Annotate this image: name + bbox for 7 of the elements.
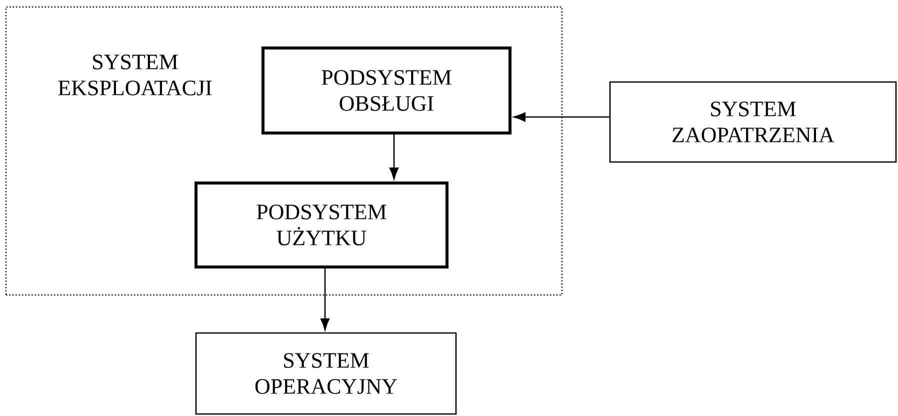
system-box: SYSTEM OPERACYJNY (195, 332, 457, 415)
arrow (389, 134, 399, 180)
subsystem-box: PODSYSTEM OBSŁUGI (262, 46, 512, 134)
arrow (514, 112, 610, 122)
arrow (320, 268, 330, 330)
subsystem-box: PODSYSTEM UŻYTKU (194, 182, 448, 268)
system-box: SYSTEM ZAOPATRZENIA (609, 81, 897, 163)
